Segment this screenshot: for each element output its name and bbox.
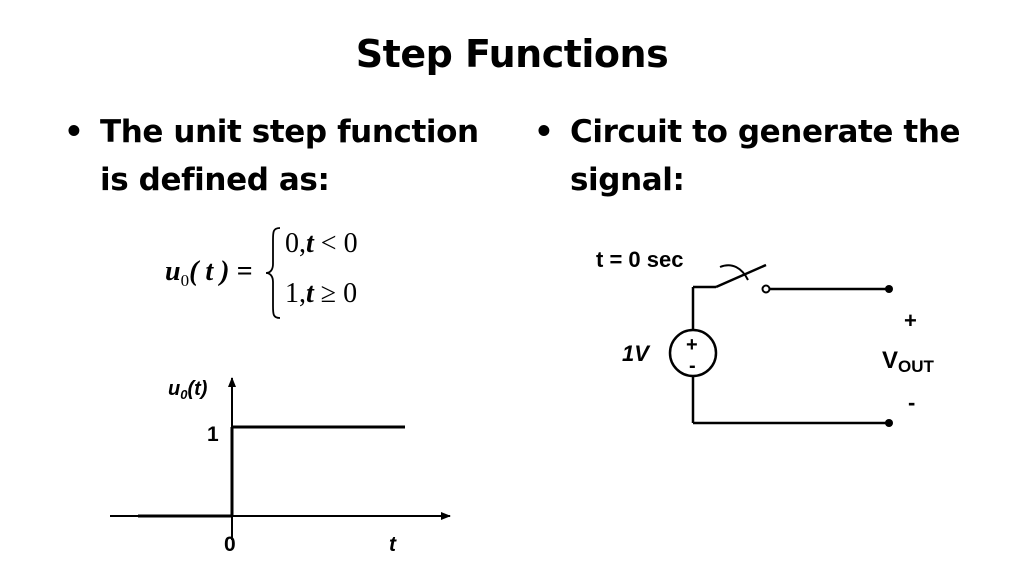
y-axis-label: u0(t) — [168, 378, 208, 402]
source-minus: - — [689, 355, 696, 377]
case-var: t — [306, 278, 314, 309]
bullet-line: signal: — [570, 162, 685, 198]
x-tick-label: 0 — [224, 533, 236, 556]
bullet-circuit: • Circuit to generate the signal: — [534, 108, 990, 204]
bullet-unit-step-definition: • The unit step function is defined as: — [64, 108, 500, 204]
equation-sub: 0 — [180, 271, 190, 290]
case-cond: < 0 — [313, 228, 358, 259]
switch-arc-icon — [719, 264, 749, 281]
case-cond: ≥ 0 — [313, 278, 358, 309]
voltage-source-icon — [668, 328, 718, 378]
terminal-bottom — [885, 419, 893, 427]
x-axis-label: t — [389, 533, 397, 556]
left-brace-icon — [265, 227, 281, 319]
equation-lhs: u0( t ) = — [165, 256, 252, 291]
terminal-top — [885, 285, 893, 293]
bullet-dot: • — [534, 114, 554, 150]
switch-contact — [761, 284, 771, 294]
page-title: Step Functions — [355, 32, 669, 76]
output-label: VOUT — [882, 347, 935, 376]
circuit-diagram: t = 0 sec + - 1V + VOUT - — [596, 247, 935, 427]
case-value: 1, — [285, 278, 306, 309]
switch-blade — [715, 263, 767, 289]
equation-case-negative: 0,t < 0 — [285, 228, 358, 260]
step-plot: u0(t) 1 0 t — [110, 377, 451, 556]
y-tick-label: 1 — [207, 423, 219, 446]
unit-step-equation: u0( t ) = 0,t < 0 1,t ≥ 0 — [165, 226, 405, 326]
equation-case-nonnegative: 1,t ≥ 0 — [285, 278, 357, 310]
case-value: 0, — [285, 228, 306, 259]
bullet-line: is defined as: — [100, 162, 330, 198]
switch-label: t = 0 sec — [596, 247, 683, 272]
source-label: 1V — [622, 341, 651, 366]
bullet-line: The unit step function — [100, 114, 479, 150]
equation-arg: ( t ) = — [189, 256, 253, 287]
source-plus: + — [686, 334, 698, 356]
equation-func: u — [165, 256, 181, 287]
output-plus: + — [904, 308, 917, 333]
case-var: t — [306, 228, 314, 259]
output-minus: - — [908, 390, 915, 415]
bullet-line: Circuit to generate the — [570, 114, 961, 150]
bullet-dot: • — [64, 114, 84, 150]
